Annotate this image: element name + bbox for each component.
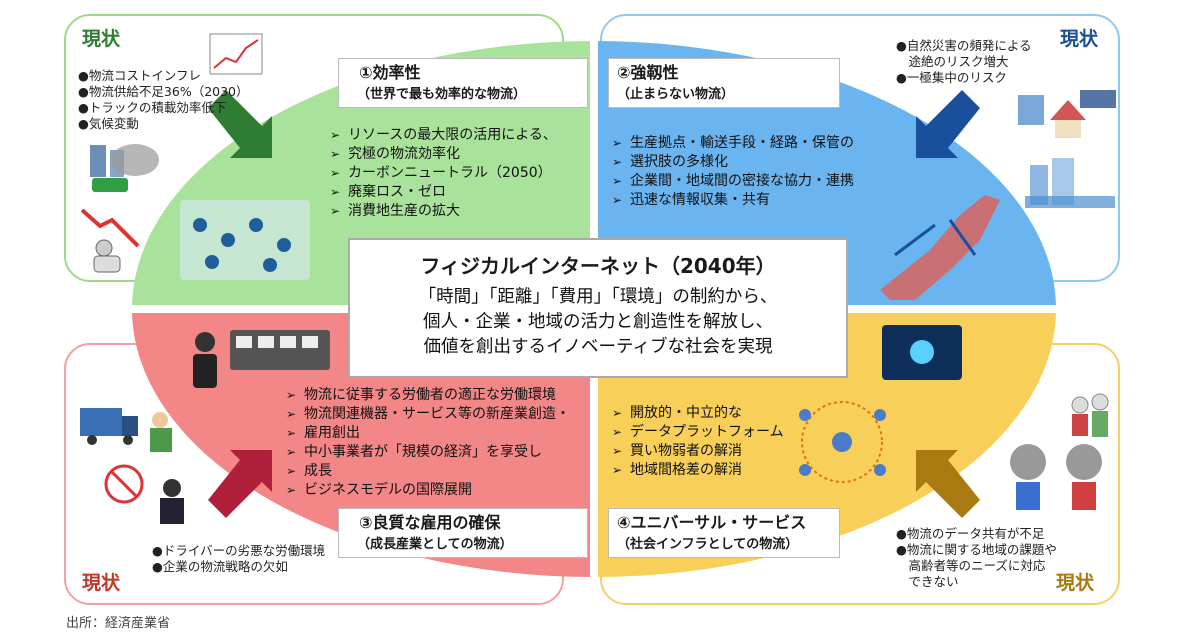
- network-illustration-icon: [180, 200, 310, 280]
- list-item: 物流に従事する労働者の適正な労働環境: [286, 386, 570, 405]
- businessman-icon: [160, 479, 184, 524]
- list-item: 成長: [286, 462, 570, 481]
- arrow-top-right-icon: [916, 90, 980, 158]
- smog-city-truck-icon: [90, 144, 159, 192]
- center-body: 「時間」「距離」「費用」「環境」の制約から、 個人・企業・地域の活力と創造性を解…: [350, 285, 846, 360]
- issues-top-left: ●物流コストインフレ ●物流供給不足36%（2030） ●トラックの積載効率低下…: [78, 68, 249, 132]
- data-platform-network-icon: [799, 401, 886, 483]
- list-item: 雇用創出: [286, 424, 570, 443]
- issues-bottom-right: ●物流のデータ共有が不足 ●物流に関する地域の課題や 高齢者等のニーズに対応 で…: [896, 526, 1057, 590]
- list-item: 迅速な情報収集・共有: [612, 191, 854, 210]
- rising-chart-icon: [209, 33, 263, 75]
- people-carrying-loads-icon: [1010, 444, 1102, 510]
- issue-item: ●自然災害の頻発による: [896, 38, 1032, 53]
- list-item: 買い物弱者の解消: [612, 442, 784, 461]
- list-item: 物流関連機器・サービス等の新産業創造・: [286, 405, 570, 424]
- logistics-center-icon: [230, 330, 330, 370]
- issues-bottom-left: ●ドライバーの劣悪な労働環境 ●企業の物流戦略の欠如: [152, 543, 325, 575]
- universal-title: ④ユニバーサル・サービス: [617, 513, 807, 532]
- current-label-bottom-left: 現状: [82, 572, 121, 594]
- japan-map-icon: [880, 195, 1000, 300]
- list-item: データプラットフォーム: [612, 423, 784, 442]
- efficiency-subtitle: （世界で最も効率的な物流）: [357, 87, 527, 102]
- issue-item: ●物流に関する地域の課題や: [896, 542, 1057, 557]
- arrow-top-left-icon: [208, 90, 272, 158]
- resilience-subtitle: （止まらない物流）: [617, 87, 735, 102]
- list-universal: 開放的・中立的な データプラットフォーム 買い物弱者の解消 地域間格差の解消: [612, 404, 784, 480]
- current-label-top-left: 現状: [82, 28, 121, 50]
- center-line: 個人・企業・地域の活力と創造性を解放し、: [423, 312, 773, 332]
- center-line: 価値を創出するイノベーティブな社会を実現: [423, 337, 773, 357]
- issue-item: 高齢者等のニーズに対応: [896, 558, 1046, 573]
- list-item: 企業間・地域間の密接な協力・連携: [612, 172, 854, 191]
- center-vision-box: フィジカルインターネット（2040年） 「時間」「距離」「費用」「環境」の制約か…: [348, 238, 848, 378]
- list-item: カーボンニュートラル（2050）: [330, 164, 557, 183]
- list-employment: 物流に従事する労働者の適正な労働環境 物流関連機器・サービス等の新産業創造・ 雇…: [286, 386, 570, 500]
- no-entry-icon: [104, 464, 144, 504]
- list-item: 廃棄ロス・ゼロ: [330, 183, 557, 202]
- list-item: リソースの最大限の活用による、: [330, 126, 557, 145]
- worker-person-icon: [193, 332, 217, 388]
- delivery-worker-icon: [150, 412, 172, 452]
- source-note: 出所：経済産業省: [66, 616, 171, 631]
- truck-icon: [80, 408, 138, 445]
- elderly-people-icon: [1071, 393, 1109, 437]
- employment-subtitle: （成長産業としての物流）: [357, 537, 513, 552]
- center-line: 「時間」「距離」「費用」「環境」の制約から、: [418, 287, 778, 307]
- list-resilience: 生産拠点・輸送手段・経路・保管の 選択肢の多様化 企業間・地域間の密接な協力・連…: [612, 134, 854, 210]
- list-item: ビジネスモデルの国際展開: [286, 481, 570, 500]
- title-box-employment: ③良質な雇用の確保 （成長産業としての物流）: [338, 508, 588, 558]
- current-label-bottom-right: 現状: [1056, 572, 1095, 594]
- falling-chart-icon: [80, 208, 140, 248]
- list-item: 生産拠点・輸送手段・経路・保管の: [612, 134, 854, 153]
- list-item: 中小事業者が「規模の経済」を享受し: [286, 443, 570, 462]
- title-box-resilience: ②強靱性 （止まらない物流）: [608, 58, 840, 108]
- issue-item: ●トラックの積載効率低下: [78, 100, 227, 115]
- list-efficiency: リソースの最大限の活用による、 究極の物流効率化 カーボンニュートラル（2050…: [330, 126, 557, 221]
- issue-item: ●ドライバーの劣悪な労働環境: [152, 543, 326, 558]
- issue-item: 途絶のリスク増大: [896, 54, 1009, 69]
- issue-item: ●物流供給不足36%（2030）: [78, 84, 249, 99]
- flood-city-icon: [1025, 158, 1115, 208]
- issues-top-right: ●自然災害の頻発による 途絶のリスク増大 ●一極集中のリスク: [896, 38, 1032, 86]
- issue-item: ●一極集中のリスク: [896, 70, 1007, 85]
- list-item: 開放的・中立的な: [612, 404, 784, 423]
- earthquake-house-icon: [1018, 90, 1116, 138]
- current-label-top-right: 現状: [1060, 28, 1099, 50]
- issue-item: ●物流のデータ共有が不足: [896, 526, 1045, 541]
- issue-item: ●気候変動: [78, 116, 139, 131]
- issue-item: ●企業の物流戦略の欠如: [152, 559, 288, 574]
- list-item: 選択肢の多様化: [612, 153, 854, 172]
- list-item: 地域間格差の解消: [612, 461, 784, 480]
- list-item: 究極の物流効率化: [330, 145, 557, 164]
- kneeling-person-icon: [93, 239, 121, 273]
- title-box-efficiency: ①効率性 （世界で最も効率的な物流）: [338, 58, 588, 108]
- efficiency-title: ①効率性: [359, 63, 421, 82]
- issue-item: できない: [896, 574, 959, 589]
- arrow-bottom-left-icon: [208, 450, 272, 518]
- universal-subtitle: （社会インフラとしての物流）: [617, 537, 799, 552]
- employment-title: ③良質な雇用の確保: [359, 513, 501, 532]
- ai-screen-icon: [882, 325, 962, 380]
- arrow-bottom-right-icon: [916, 450, 980, 518]
- list-item: 消費地生産の拡大: [330, 202, 557, 221]
- center-title: フィジカルインターネット（2040年）: [420, 254, 776, 278]
- title-box-universal: ④ユニバーサル・サービス （社会インフラとしての物流）: [608, 508, 840, 558]
- resilience-title: ②強靱性: [617, 63, 679, 82]
- issue-item: ●物流コストインフレ: [78, 68, 202, 83]
